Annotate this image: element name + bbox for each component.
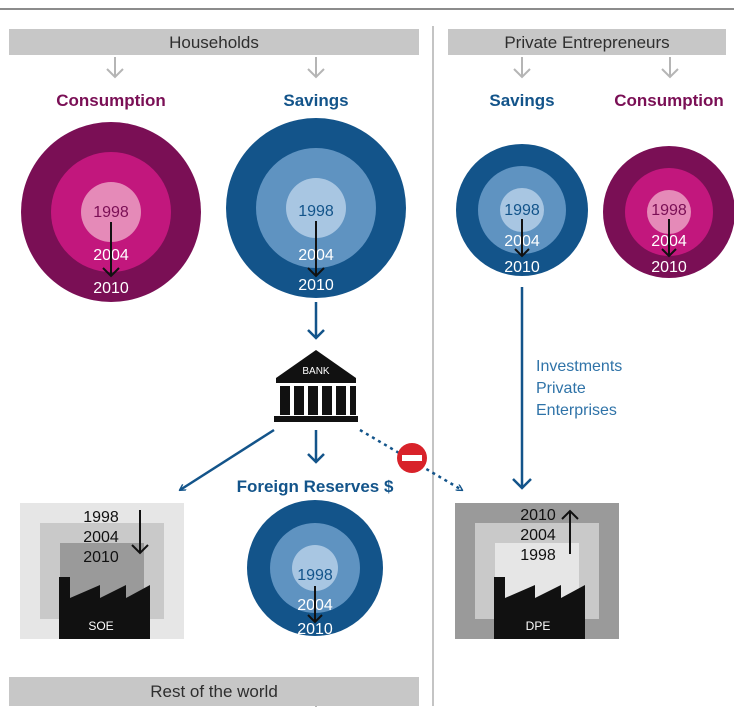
entrepreneur-savings-heading: Savings (489, 91, 554, 110)
hc-year-2010: 2010 (93, 280, 129, 297)
entrepreneur-consumption-circles: 1998 2004 2010 (603, 146, 734, 278)
soe-year-2010: 2010 (83, 549, 119, 566)
hc-year-1998: 1998 (93, 204, 129, 221)
no-entry-icon (397, 443, 427, 473)
private-entrepreneurs-label: Private Entrepreneurs (504, 33, 669, 52)
household-savings-heading: Savings (283, 91, 348, 110)
dpe-year-2004: 2004 (520, 527, 556, 544)
soe-arrow (131, 510, 149, 555)
dpe-year-1998: 1998 (520, 547, 556, 564)
soe-year-1998: 1998 (83, 509, 119, 526)
soe-year-2004: 2004 (83, 529, 119, 546)
bank-icon: BANK (274, 350, 358, 422)
household-savings-circles: 1998 2004 2010 (226, 118, 406, 298)
fr-arrow (307, 586, 323, 624)
foreign-reserves-heading: Foreign Reserves $ (237, 477, 394, 496)
households-bar (9, 29, 419, 55)
hs-arrow (307, 221, 325, 278)
entrepreneur-consumption-heading: Consumption (614, 91, 724, 110)
investments-label-line3: Enterprises (536, 402, 617, 419)
bank-to-dpe-dotted-arrow (359, 428, 462, 490)
dpe-label: DPE (526, 619, 551, 633)
entrepreneur-savings-circles: 1998 2004 2010 (456, 144, 588, 276)
bank-label: BANK (302, 366, 330, 377)
soe-label: SOE (88, 619, 113, 633)
es-arrow (514, 219, 530, 258)
ec-arrow (661, 219, 677, 258)
investments-arrow (512, 287, 532, 490)
ec-year-1998: 1998 (651, 202, 687, 219)
dpe-arrow (561, 509, 579, 554)
household-consumption-heading: Consumption (56, 91, 166, 110)
rest-of-world-bar (9, 677, 419, 706)
households-label: Households (169, 33, 259, 52)
es-year-2010: 2010 (504, 259, 540, 276)
dpe-factory: DPE 2010 2004 1998 (455, 503, 619, 639)
hs-year-2010: 2010 (298, 277, 334, 294)
hc-arrow (102, 222, 120, 278)
investments-label-line1: Investments (536, 358, 622, 375)
fr-year-1998: 1998 (297, 567, 333, 584)
savings-to-bank-arrow (307, 302, 325, 340)
fr-year-2010: 2010 (297, 621, 333, 638)
es-year-1998: 1998 (504, 202, 540, 219)
dpe-year-2010: 2010 (520, 507, 556, 524)
bank-to-soe-arrow (180, 428, 275, 490)
rest-of-world-label: Rest of the world (150, 682, 278, 701)
ec-year-2010: 2010 (651, 259, 687, 276)
hs-year-1998: 1998 (298, 203, 334, 220)
soe-factory: SOE 1998 2004 2010 (20, 503, 184, 639)
private-entrepreneurs-bar (448, 29, 726, 55)
investments-label-line2: Private (536, 380, 586, 397)
household-consumption-circles: 1998 2004 2010 (21, 122, 201, 302)
foreign-reserves-circles: 1998 2004 2010 (247, 500, 383, 638)
bank-to-reserves-arrow (307, 430, 325, 464)
